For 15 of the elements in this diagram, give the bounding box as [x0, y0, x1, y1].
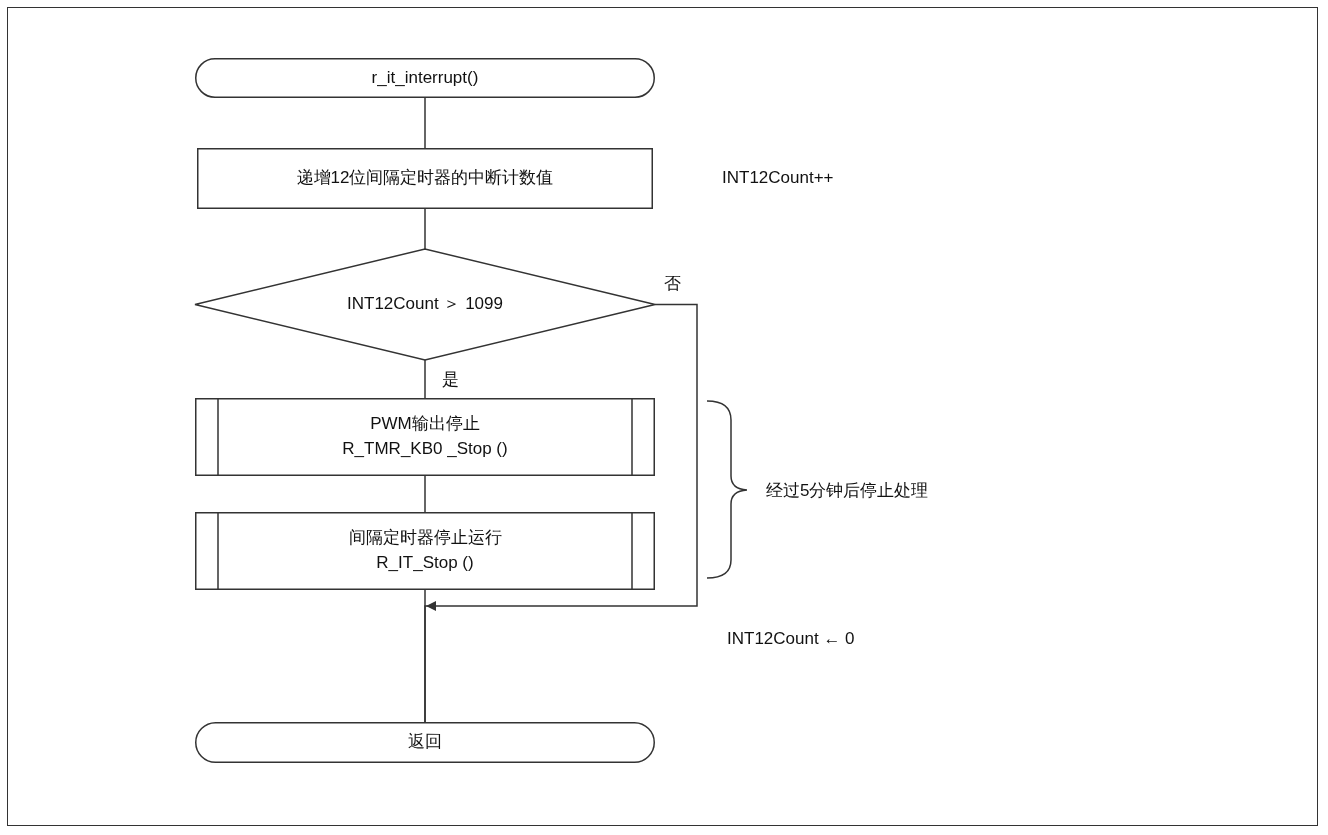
terminal-box: 返回 — [195, 722, 655, 763]
annotation-text: INT12Count ← 0 — [727, 629, 855, 649]
process-box: 递增12位间隔定时器的中断计数值 — [197, 148, 653, 209]
subroutine-box: 间隔定时器停止运行 R_IT_Stop () — [195, 512, 655, 590]
edge-label: 否 — [664, 273, 681, 295]
connector-line — [424, 475, 426, 513]
terminal-box: r_it_interrupt() — [195, 58, 655, 98]
connector-line — [424, 97, 426, 149]
decision-diamond: INT12Count ＞ 1099 — [195, 249, 655, 360]
annotation-text: INT12Count++ — [722, 168, 834, 188]
bracket-note: 经过5分钟后停止处理 — [766, 480, 929, 502]
subroutine-box: PWM输出停止 R_TMR_KB0 _Stop () — [195, 398, 655, 476]
edge-label: 是 — [442, 369, 459, 391]
connector-line — [424, 208, 426, 250]
connector-line — [424, 359, 426, 399]
